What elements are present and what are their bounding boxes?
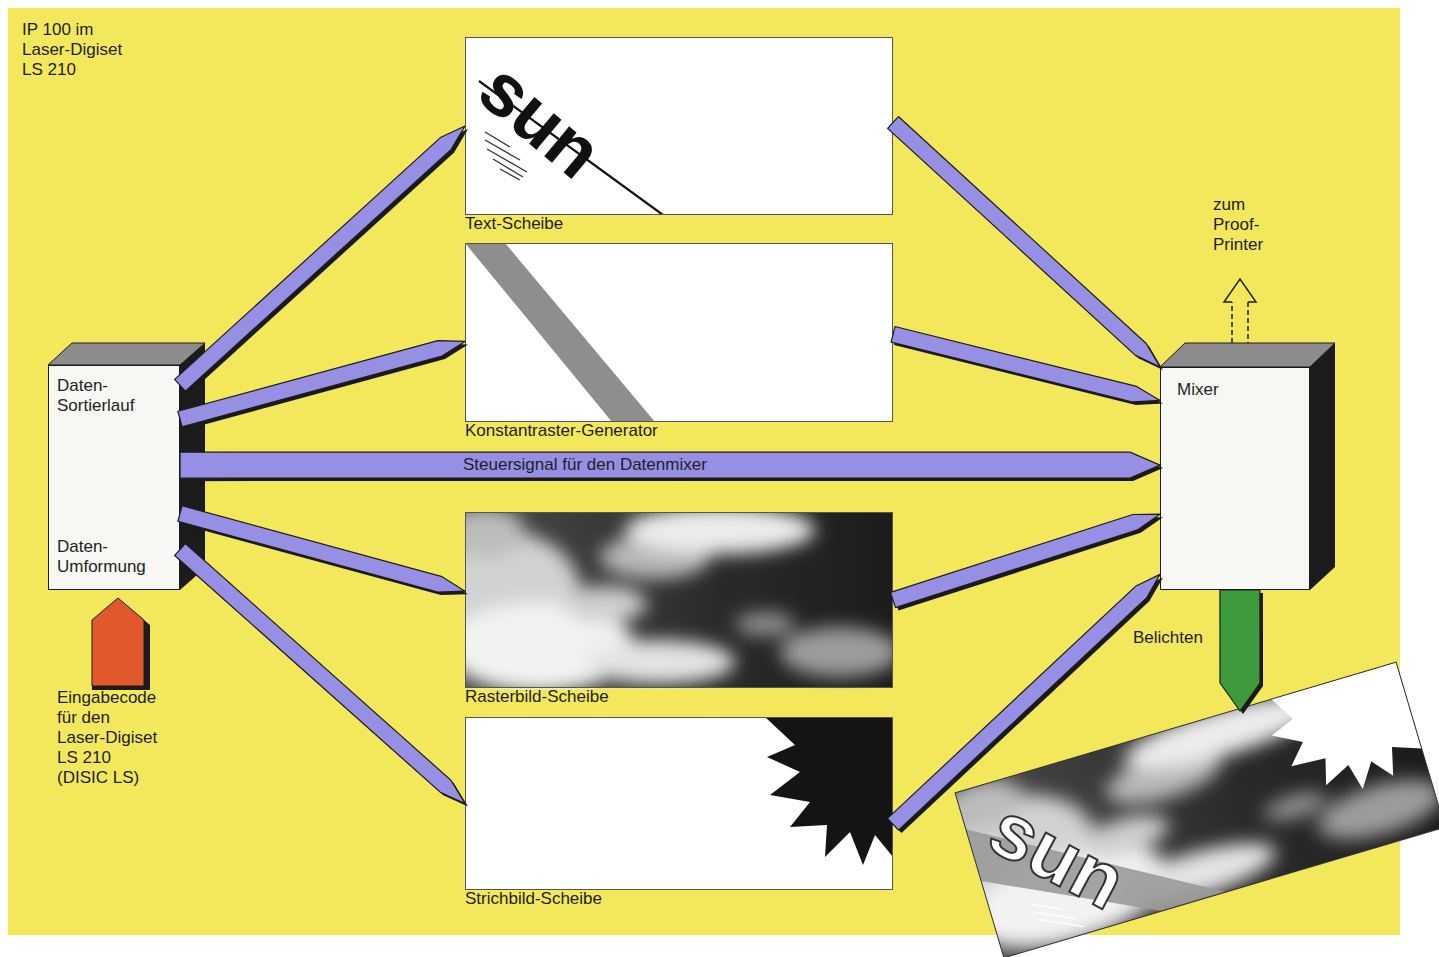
masthead-text: sun bbox=[978, 788, 1137, 922]
lineart-panel: Strichbild-Scheibe bbox=[465, 717, 893, 890]
arrow-body bbox=[175, 126, 465, 391]
flow-arrow bbox=[175, 126, 468, 394]
arrow-shadow bbox=[894, 330, 1163, 405]
box-label: Mixer bbox=[1177, 380, 1299, 400]
flow-arrow bbox=[891, 327, 1163, 405]
arrow-shadow bbox=[178, 129, 468, 394]
arrow-body bbox=[180, 452, 1160, 478]
output-image: sun bbox=[970, 700, 1430, 920]
annotation-label: Eingabecode für den Laser-Digiset LS 210… bbox=[57, 688, 161, 788]
arrow-body bbox=[891, 327, 1160, 402]
panel-caption: Strichbild-Scheibe bbox=[465, 890, 602, 908]
arrow-shadow bbox=[891, 577, 1163, 833]
arrow-shadow bbox=[181, 344, 468, 430]
text-panel: sunText-Scheibe bbox=[465, 37, 893, 215]
arrow-shadow bbox=[891, 120, 1163, 370]
masthead-text: sun bbox=[466, 50, 614, 191]
arrow-shadow bbox=[1223, 593, 1263, 714]
edge-label: Steuersignal für den Datenmixer bbox=[463, 455, 707, 475]
flow-arrow bbox=[888, 117, 1163, 370]
arrow-body bbox=[891, 514, 1160, 607]
flow-arrow bbox=[175, 544, 468, 807]
arrow-shadow bbox=[183, 455, 1163, 481]
box-label: Daten-Sortierlauf bbox=[57, 376, 171, 416]
arrow-body bbox=[175, 544, 465, 804]
flow-arrow bbox=[180, 452, 1163, 481]
panel-caption: Text-Scheibe bbox=[465, 215, 563, 233]
arrow-body bbox=[888, 117, 1160, 367]
flow-arrow bbox=[178, 506, 468, 595]
flow-arrow bbox=[891, 514, 1163, 610]
arrow-body bbox=[178, 341, 465, 427]
annotation-label: zum Proof-Printer bbox=[1213, 195, 1275, 255]
mixer-box: Mixer bbox=[1160, 367, 1310, 590]
panel-caption: Konstantraster-Generator bbox=[465, 422, 658, 440]
arrow-body bbox=[1220, 590, 1260, 711]
arrow-shadow bbox=[178, 547, 468, 807]
flow-arrow bbox=[1220, 590, 1263, 714]
arrow-shadow bbox=[894, 517, 1163, 610]
process-box: Daten-SortierlaufDaten-Umformung bbox=[48, 365, 180, 590]
screen-panel: Konstantraster-Generator bbox=[465, 243, 893, 422]
flow-arrow bbox=[888, 574, 1163, 833]
panel-caption: Rasterbild-Scheibe bbox=[465, 688, 609, 706]
box-label: Daten-Umformung bbox=[57, 537, 171, 577]
halftone-panel: Rasterbild-Scheibe bbox=[465, 512, 893, 688]
arrow-body bbox=[888, 574, 1160, 830]
edge-label: Belichten bbox=[1133, 628, 1203, 648]
flow-arrow bbox=[178, 341, 468, 430]
arrow-body bbox=[178, 506, 465, 592]
arrow-shadow bbox=[181, 509, 468, 595]
diagram-title: IP 100 im Laser-Digiset LS 210 bbox=[22, 20, 126, 80]
